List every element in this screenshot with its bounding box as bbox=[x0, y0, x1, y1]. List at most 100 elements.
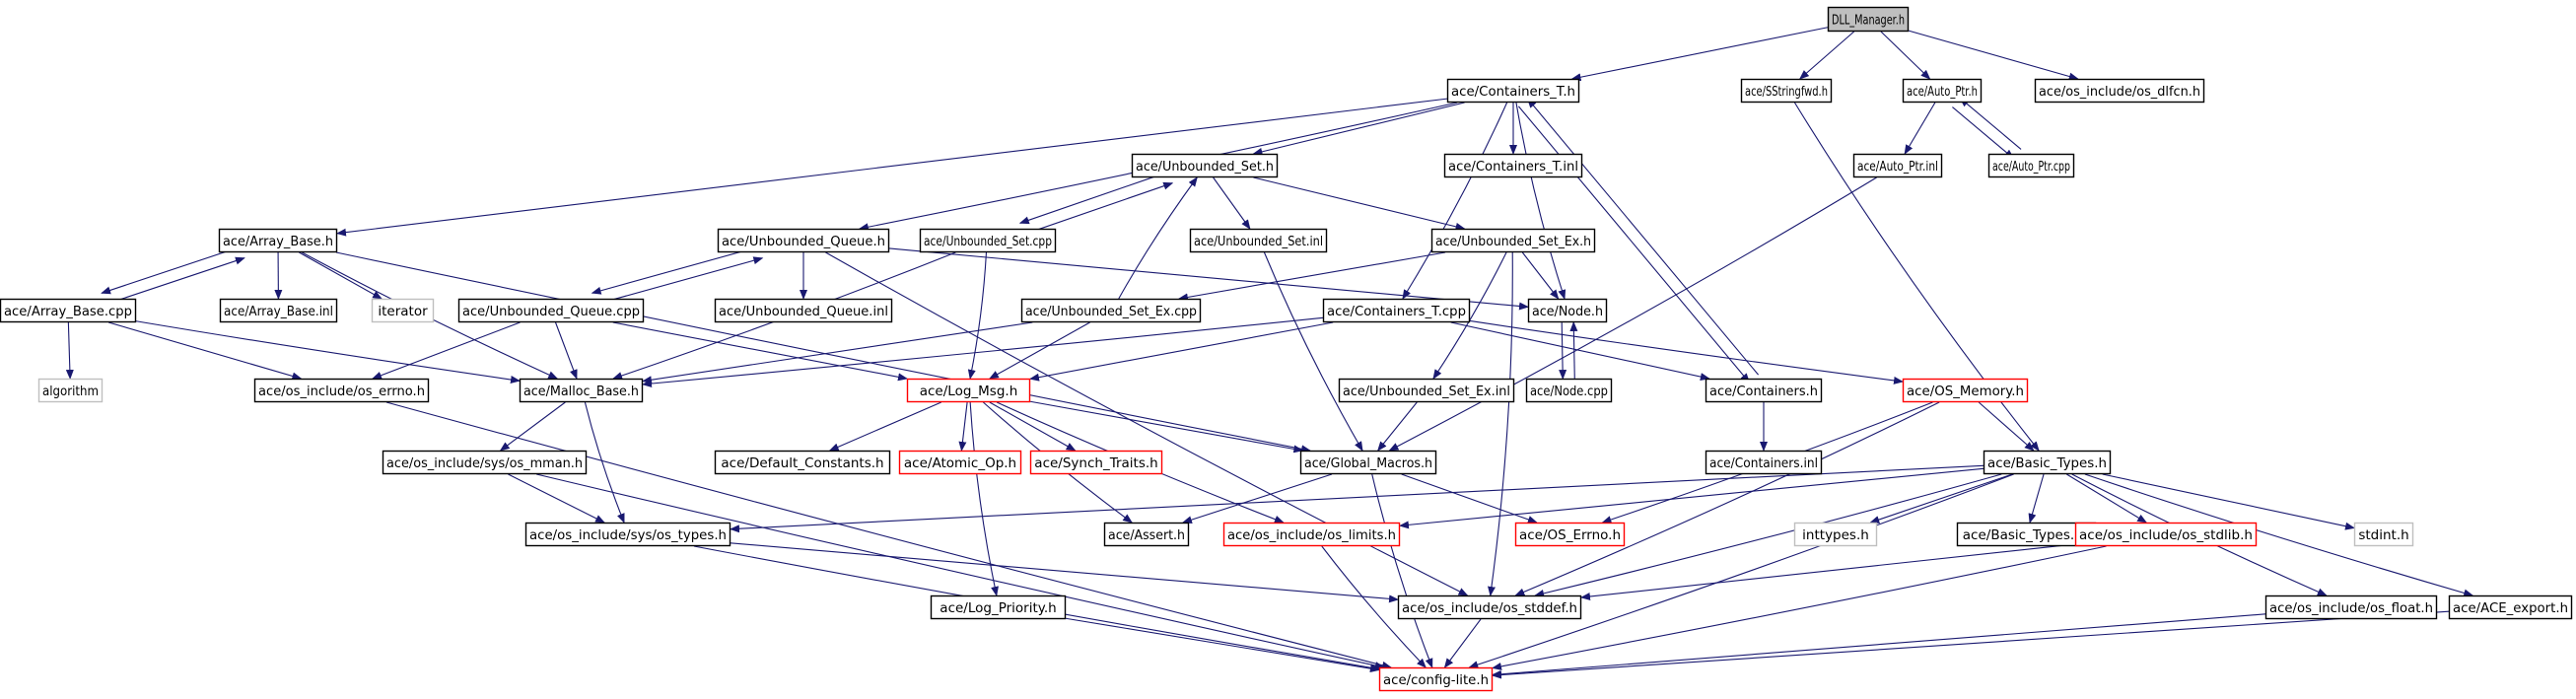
node-box bbox=[1430, 228, 1596, 253]
node-unbounded-set-ex-cpp[interactable]: ace/Unbounded_Set_Ex.cpp bbox=[1020, 298, 1202, 323]
edge-unbounded_set_ex_h-to-unbounded_set_ex_cpp bbox=[1177, 251, 1446, 302]
node-box bbox=[1902, 378, 2029, 403]
node-box bbox=[457, 298, 645, 323]
node-label: algorithm bbox=[42, 384, 99, 399]
node-containers-t-h[interactable]: ace/Containers_T.h bbox=[1446, 78, 1580, 104]
edge-log_priority-to-config_lite bbox=[1065, 617, 1380, 673]
node-assert-h[interactable]: ace/Assert.h bbox=[1103, 522, 1190, 547]
edge-unbounded_queue_h-to-os_stddef bbox=[825, 251, 1469, 596]
node-array-base-inl[interactable]: ace/Array_Base.inl bbox=[219, 298, 338, 323]
node-os-limits[interactable]: ace/os_include/os_limits.h bbox=[1222, 522, 1401, 547]
node-box bbox=[1514, 522, 1626, 547]
node-containers-t-cpp[interactable]: ace/Containers_T.cpp bbox=[1322, 298, 1471, 323]
edge-log_msg-to-log_priority bbox=[969, 401, 999, 596]
node-box bbox=[1852, 153, 1943, 178]
node-containers-inl[interactable]: ace/Containers.inl bbox=[1705, 450, 1823, 475]
node-os-float[interactable]: ace/os_include/os_float.h bbox=[2264, 594, 2438, 620]
node-unbounded-set-ex-h[interactable]: ace/Unbounded_Set_Ex.h bbox=[1430, 228, 1596, 253]
node-atomic-op[interactable]: ace/Atomic_Op.h bbox=[898, 450, 1022, 475]
node-box bbox=[1029, 450, 1163, 475]
node-unbounded-queue-inl[interactable]: ace/Unbounded_Queue.inl bbox=[714, 298, 893, 323]
node-box bbox=[919, 228, 1057, 253]
node-unbounded-queue-cpp[interactable]: ace/Unbounded_Queue.cpp bbox=[457, 298, 645, 323]
edge-sstringfwd-to-basic_types_h bbox=[1793, 102, 2040, 452]
edge-unbounded_queue_h-to-unbounded_queue_cpp bbox=[591, 245, 760, 295]
node-dll[interactable]: DLL_Manager.h bbox=[1827, 6, 1910, 33]
node-os-types[interactable]: ace/os_include/sys/os_types.h bbox=[524, 522, 731, 547]
node-malloc-base[interactable]: ace/Malloc_Base.h bbox=[519, 378, 644, 403]
node-box bbox=[371, 298, 435, 323]
node-global-macros[interactable]: ace/Global_Macros.h bbox=[1299, 450, 1437, 475]
node-label: ace/config-lite.h bbox=[1383, 672, 1489, 688]
edge-array_base_h-to-array_base_cpp bbox=[101, 245, 242, 295]
node-os-mman[interactable]: ace/os_include/sys/os_mman.h bbox=[382, 450, 588, 475]
node-array-base-h[interactable]: ace/Array_Base.h bbox=[218, 228, 338, 253]
node-node-h[interactable]: ace/Node.h bbox=[1527, 298, 1608, 323]
edge-unbounded_set_ex_inl-to-global_macros bbox=[1377, 401, 1418, 452]
node-node-cpp[interactable]: ace/Node.cpp bbox=[1525, 378, 1613, 403]
edge-basic_types_h-to-inttypes bbox=[1869, 473, 2013, 524]
node-box bbox=[1705, 450, 1823, 475]
node-containers-h[interactable]: ace/Containers.h bbox=[1705, 378, 1823, 403]
node-unbounded-set-h[interactable]: ace/Unbounded_Set.h bbox=[1131, 153, 1279, 178]
edge-containers_t_cpp-to-containers_h bbox=[1450, 321, 1710, 381]
node-label: DLL_Manager.h bbox=[1832, 13, 1905, 29]
node-label: ace/Unbounded_Set.cpp bbox=[924, 234, 1052, 249]
node-unbounded-set-inl[interactable]: ace/Unbounded_Set.inl bbox=[1189, 228, 1328, 253]
node-os-errno-h[interactable]: ace/OS_Errno.h bbox=[1514, 522, 1626, 547]
node-log-priority[interactable]: ace/Log_Priority.h bbox=[930, 594, 1067, 620]
edge-os_memory-to-basic_types_h bbox=[1978, 401, 2035, 452]
node-os-memory[interactable]: ace/OS_Memory.h bbox=[1902, 378, 2029, 403]
node-iterator: iterator bbox=[371, 298, 435, 323]
node-synch-traits[interactable]: ace/Synch_Traits.h bbox=[1029, 450, 1163, 475]
edge-dll-to-sstringfwd bbox=[1798, 31, 1855, 80]
node-box bbox=[253, 378, 430, 403]
node-basic-types-inl[interactable]: ace/Basic_Types.inl bbox=[1956, 522, 2097, 547]
node-containers-t-inl[interactable]: ace/Containers_T.inl bbox=[1443, 153, 1583, 178]
node-label: ace/os_include/sys/os_mman.h bbox=[386, 455, 583, 471]
node-box bbox=[1222, 522, 1401, 547]
node-auto-ptr-cpp[interactable]: ace/Auto_Ptr.cpp bbox=[1987, 153, 2075, 178]
node-label: ace/Containers_T.inl bbox=[1448, 159, 1578, 175]
edge-node_h-to-node_cpp bbox=[1559, 322, 1567, 381]
node-unbounded-queue-h[interactable]: ace/Unbounded_Queue.h bbox=[717, 228, 890, 253]
node-default-constants[interactable]: ace/Default_Constants.h bbox=[714, 450, 891, 475]
node-label: ace/Unbounded_Set.h bbox=[1136, 159, 1274, 175]
node-label: ace/Log_Msg.h bbox=[920, 384, 1018, 399]
node-unbounded-set-ex-inl[interactable]: ace/Unbounded_Set_Ex.inl bbox=[1338, 378, 1515, 403]
node-label: ace/ACE_export.h bbox=[2453, 600, 2568, 616]
node-layer: DLL_Manager.h ace/Containers_T.h ace/SStri… bbox=[0, 6, 2573, 692]
node-unbounded-set-cpp[interactable]: ace/Unbounded_Set.cpp bbox=[919, 228, 1057, 253]
node-label: ace/Containers.inl bbox=[1709, 455, 1818, 471]
node-box bbox=[1131, 153, 1279, 178]
edge-basic_types_h-to-stdint bbox=[2102, 473, 2355, 530]
node-box bbox=[1740, 78, 1833, 104]
edge-os_stdlib-to-config_lite bbox=[1492, 545, 2107, 670]
edge-log_msg-to-global_macros bbox=[1029, 400, 1304, 454]
node-label: ace/Unbounded_Queue.inl bbox=[719, 304, 888, 319]
node-label: ace/Malloc_Base.h bbox=[523, 384, 639, 399]
node-os-dlfcn[interactable]: ace/os_include/os_dlfcn.h bbox=[2034, 78, 2205, 104]
node-os-errno[interactable]: ace/os_include/os_errno.h bbox=[253, 378, 430, 403]
node-array-base-cpp[interactable]: ace/Array_Base.cpp bbox=[0, 298, 137, 323]
edge-containers_t_h-to-unbounded_set_h bbox=[1252, 102, 1465, 156]
node-os-stddef[interactable]: ace/os_include/os_stddef.h bbox=[1397, 594, 1582, 620]
node-sstringfwd[interactable]: ace/SStringfwd.h bbox=[1740, 78, 1833, 104]
node-stdint: stdint.h bbox=[2353, 522, 2414, 547]
node-auto-ptr-inl[interactable]: ace/Auto_Ptr.inl bbox=[1852, 153, 1943, 178]
node-auto-ptr-h[interactable]: ace/Auto_Ptr.h bbox=[1902, 78, 1983, 104]
node-log-msg[interactable]: ace/Log_Msg.h bbox=[906, 378, 1031, 403]
node-inttypes: inttypes.h bbox=[1793, 522, 1878, 547]
node-label: ace/os_include/os_dlfcn.h bbox=[2039, 84, 2200, 100]
edge-os_limits-to-config_lite bbox=[1321, 545, 1427, 668]
node-label: ace/os_include/os_errno.h bbox=[258, 384, 425, 399]
node-label: ace/Auto_Ptr.h bbox=[1907, 84, 1978, 100]
edge-os_mman-to-config_lite bbox=[536, 473, 1385, 669]
node-os-stdlib[interactable]: ace/os_include/os_stdlib.h bbox=[2074, 522, 2258, 547]
node-ace-export[interactable]: ace/ACE_export.h bbox=[2448, 594, 2573, 620]
node-config-lite[interactable]: ace/config-lite.h bbox=[1378, 666, 1494, 692]
node-basic-types-h[interactable]: ace/Basic_Types.h bbox=[1983, 450, 2112, 475]
node-label: ace/os_include/os_limits.h bbox=[1227, 527, 1396, 543]
edge-array_base_cpp-to-algorithm bbox=[65, 321, 74, 380]
node-box bbox=[1527, 298, 1608, 323]
